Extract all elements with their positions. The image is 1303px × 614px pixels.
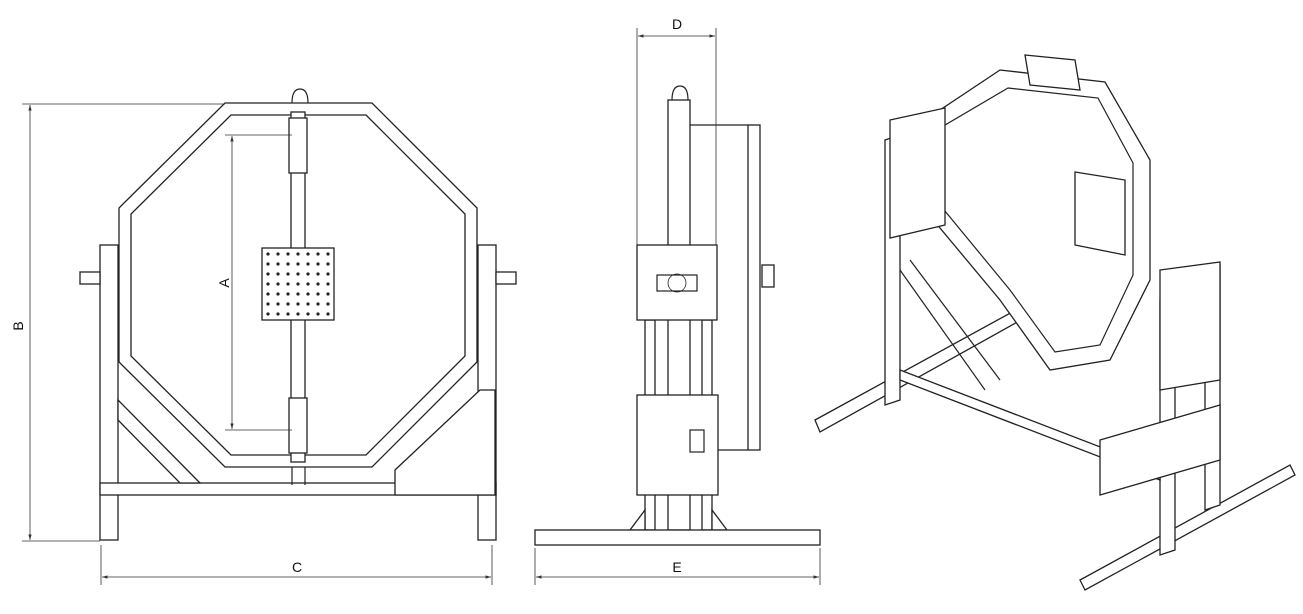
plate-hole [306,272,310,276]
plate-hole [286,302,290,306]
plate-hole [296,252,300,256]
plate-hole [266,252,270,256]
plate-hole [326,302,330,306]
plate-hole [296,262,300,266]
plate-hole [306,302,310,306]
plate-hole [266,292,270,296]
front-view [79,88,517,541]
isometric-view [814,54,1296,591]
plate-hole [286,272,290,276]
plate-hole [296,272,300,276]
plate-hole [276,262,280,266]
plate-hole [276,302,280,306]
plate-hole [286,282,290,286]
plate-hole [316,272,320,276]
plate-hole [326,282,330,286]
plate-hole [296,282,300,286]
plate-hole [316,282,320,286]
plate-hole [266,262,270,266]
plate-hole [296,312,300,316]
dimension-label-c: C [292,559,302,575]
plate-hole [316,292,320,296]
plate-hole [306,282,310,286]
plate-hole [326,252,330,256]
plate-hole [286,262,290,266]
plate-hole [286,312,290,316]
plate-hole [326,292,330,296]
plate-hole [276,272,280,276]
dimension-e: E [534,548,821,585]
plate-hole [266,272,270,276]
dimension-d: D [636,16,717,245]
plate-hole [286,292,290,296]
plate-hole [276,312,280,316]
plate-hole [326,272,330,276]
plate-hole [306,252,310,256]
side-view [534,85,821,546]
dimension-label-b: B [10,321,26,330]
dimension-label-d: D [672,16,682,32]
dimension-b: B [10,103,225,542]
plate-hole [316,302,320,306]
plate-hole [266,312,270,316]
dimension-label-a: A [216,278,232,288]
dimension-a: A [216,134,292,431]
plate-hole [306,312,310,316]
plate-hole [306,262,310,266]
dimension-label-e: E [672,559,681,575]
plate-hole [266,282,270,286]
plate-hole [266,302,270,306]
plate-hole [316,252,320,256]
plate-hole [296,292,300,296]
plate-hole [296,302,300,306]
plate-hole [276,252,280,256]
plate-hole [276,292,280,296]
plate-hole [326,262,330,266]
plate-hole [306,292,310,296]
plate-hole [276,282,280,286]
plate-hole [286,252,290,256]
plate-hole [316,312,320,316]
plate-hole [326,312,330,316]
dimension-c: C [100,545,493,585]
plate-hole [316,262,320,266]
